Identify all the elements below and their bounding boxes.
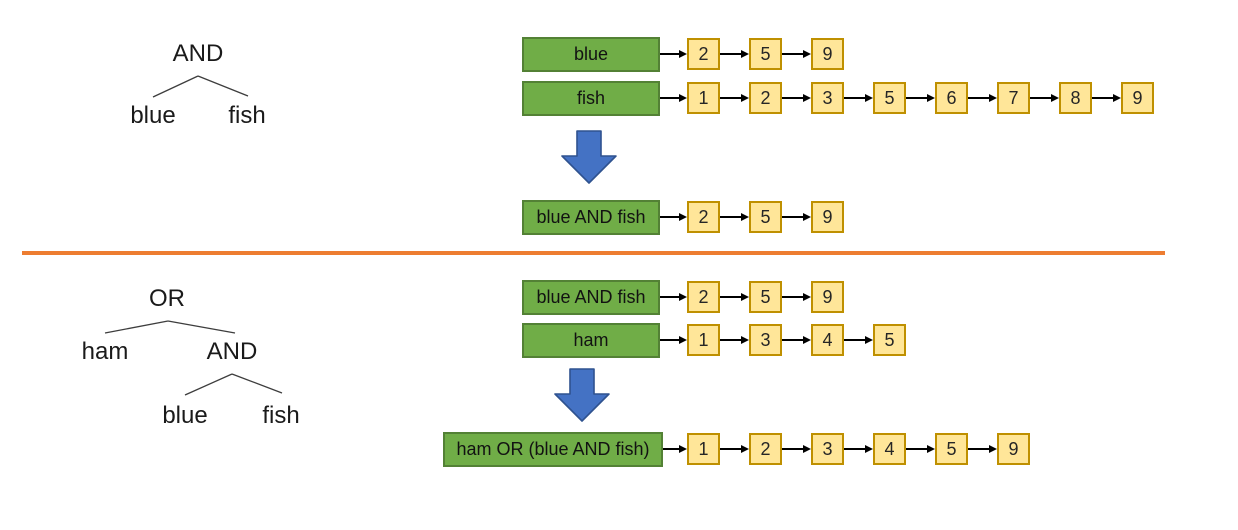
arrow-connector-icon: [663, 444, 687, 454]
posting-docid-box: 2: [687, 281, 720, 313]
arrow-connector-icon: [720, 335, 749, 345]
arrow-connector-icon: [1092, 93, 1121, 103]
tree-edge: [184, 373, 233, 396]
posting-docid-box: 1: [687, 324, 720, 356]
posting-docid-box: 2: [749, 82, 782, 114]
tree-node-or-root: OR: [149, 285, 185, 312]
term-label: blue AND fish: [522, 279, 660, 315]
term-label: ham OR (blue AND fish): [443, 431, 663, 467]
arrow-connector-icon: [844, 444, 873, 454]
arrow-connector-icon: [844, 335, 873, 345]
section-divider: [22, 251, 1165, 255]
posting-docid-box: 5: [935, 433, 968, 465]
tree-node-fish-sub: fish: [262, 402, 300, 429]
posting-docid-box: 2: [687, 201, 720, 233]
tree-node-and-root: AND: [172, 40, 224, 67]
arrow-connector-icon: [660, 212, 687, 222]
posting-docid-box: 3: [811, 82, 844, 114]
posting-docid-box: 5: [873, 82, 906, 114]
posting-docid-box: 4: [873, 433, 906, 465]
tree-edge: [104, 320, 169, 334]
tree-edge: [167, 320, 236, 334]
arrow-connector-icon: [720, 49, 749, 59]
arrow-connector-icon: [782, 444, 811, 454]
arrow-connector-icon: [720, 292, 749, 302]
down-arrow-icon: [554, 368, 610, 422]
arrow-connector-icon: [968, 93, 997, 103]
tree-edge: [231, 373, 283, 394]
posting-docid-box: 5: [749, 281, 782, 313]
arrow-connector-icon: [660, 49, 687, 59]
posting-docid-box: 4: [811, 324, 844, 356]
arrow-connector-icon: [782, 292, 811, 302]
arrow-connector-icon: [660, 93, 687, 103]
posting-docid-box: 9: [997, 433, 1030, 465]
posting-docid-box: 3: [811, 433, 844, 465]
term-label: ham: [522, 322, 660, 358]
arrow-connector-icon: [844, 93, 873, 103]
posting-docid-box: 9: [1121, 82, 1154, 114]
posting-docid-box: 6: [935, 82, 968, 114]
posting-docid-box: 2: [687, 38, 720, 70]
arrow-connector-icon: [720, 212, 749, 222]
tree-node-blue: blue: [130, 102, 176, 129]
arrow-connector-icon: [906, 93, 935, 103]
tree-edge: [152, 75, 199, 98]
arrow-connector-icon: [660, 292, 687, 302]
arrow-connector-icon: [782, 212, 811, 222]
posting-docid-box: 5: [749, 38, 782, 70]
posting-docid-box: 2: [749, 433, 782, 465]
arrow-connector-icon: [720, 93, 749, 103]
posting-docid-box: 9: [811, 281, 844, 313]
tree-edge: [197, 75, 249, 97]
posting-docid-box: 1: [687, 82, 720, 114]
posting-docid-box: 7: [997, 82, 1030, 114]
arrow-connector-icon: [968, 444, 997, 454]
arrow-connector-icon: [782, 335, 811, 345]
tree-node-fish: fish: [228, 102, 266, 129]
arrow-connector-icon: [720, 444, 749, 454]
posting-docid-box: 1: [687, 433, 720, 465]
term-label: blue: [522, 36, 660, 72]
term-label: blue AND fish: [522, 199, 660, 235]
tree-node-blue-sub: blue: [162, 402, 208, 429]
term-label: fish: [522, 80, 660, 116]
posting-docid-box: 3: [749, 324, 782, 356]
arrow-connector-icon: [660, 335, 687, 345]
arrow-connector-icon: [906, 444, 935, 454]
tree-node-and-sub: AND: [206, 338, 258, 365]
posting-docid-box: 8: [1059, 82, 1092, 114]
arrow-connector-icon: [782, 93, 811, 103]
down-arrow-icon: [561, 130, 617, 184]
posting-docid-box: 9: [811, 38, 844, 70]
arrow-connector-icon: [782, 49, 811, 59]
posting-docid-box: 5: [873, 324, 906, 356]
posting-docid-box: 9: [811, 201, 844, 233]
arrow-connector-icon: [1030, 93, 1059, 103]
tree-node-ham: ham: [81, 338, 129, 365]
posting-docid-box: 5: [749, 201, 782, 233]
